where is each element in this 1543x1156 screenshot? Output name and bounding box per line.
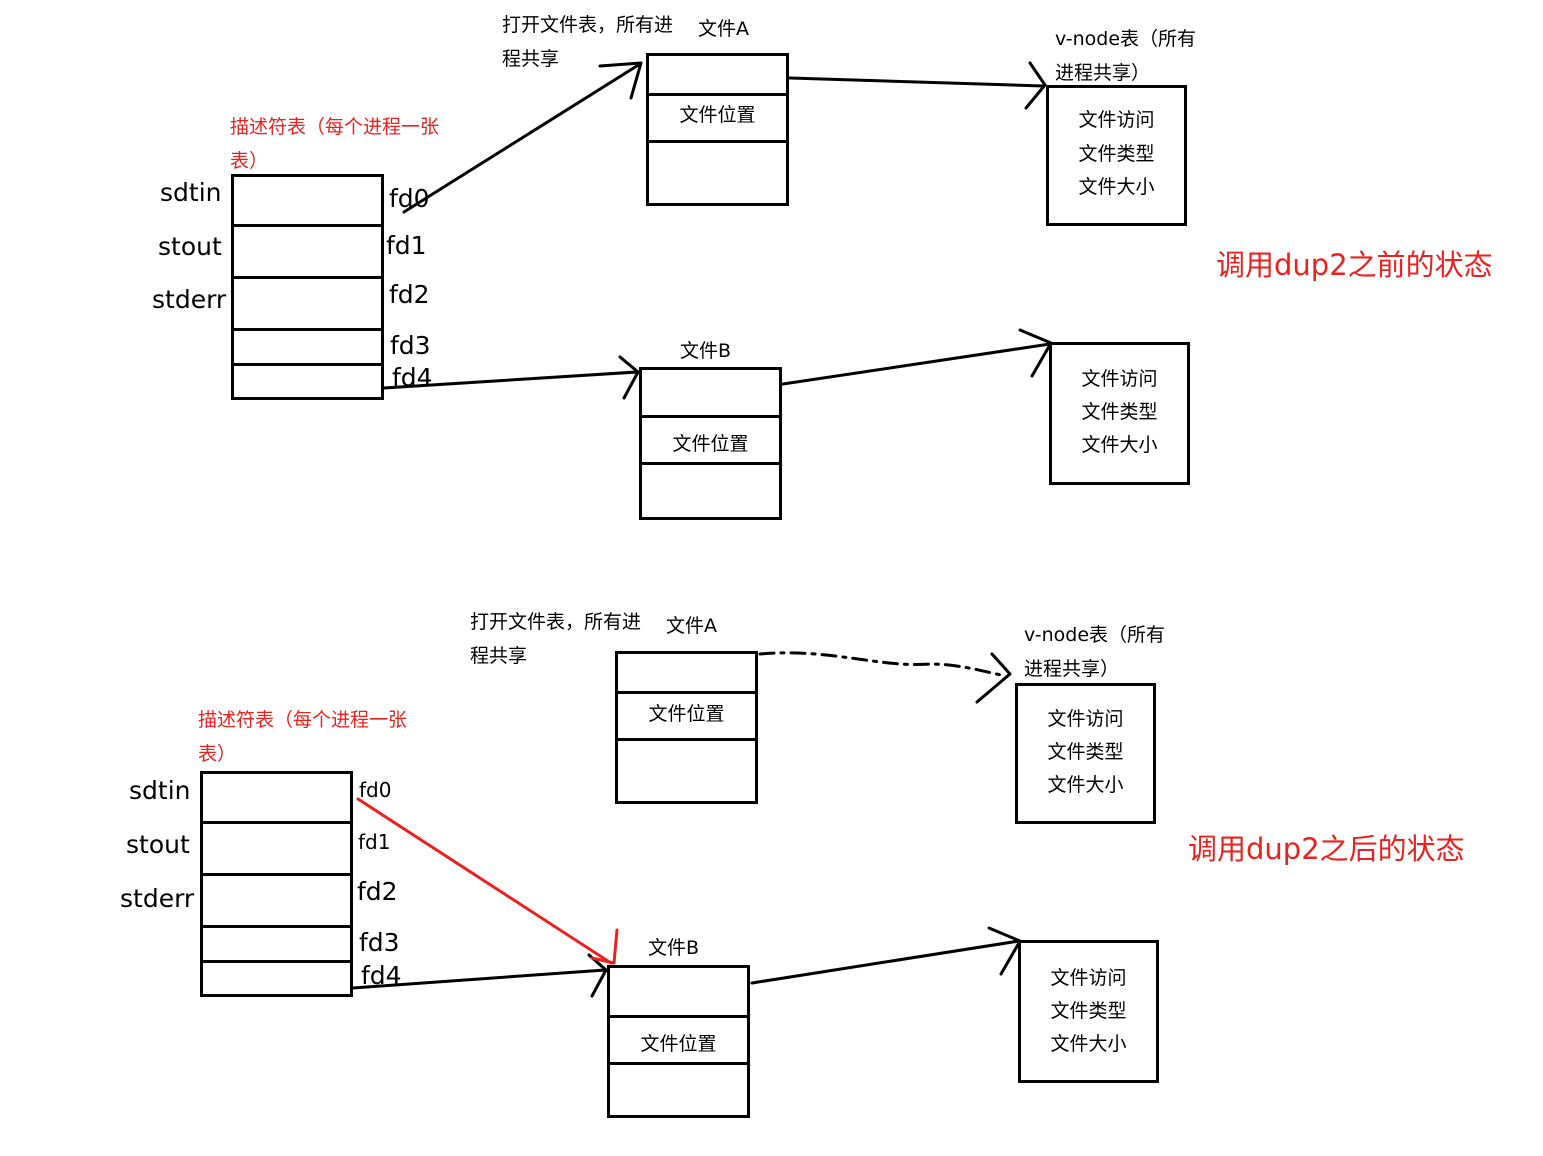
after-red-arrowhead-file-b xyxy=(590,928,619,965)
before-arrowhead-file-b xyxy=(618,355,640,400)
after-state-label: 调用dup2之后的状态 xyxy=(1188,832,1465,866)
before-file-b-entry: 文件位置 xyxy=(639,367,782,520)
before-vnode-b-line1: 文件访问 xyxy=(1081,368,1158,390)
after-file-a-divider xyxy=(618,738,755,741)
before-arrowhead-vnode-b xyxy=(1018,328,1053,378)
after-desc-row-divider xyxy=(203,821,350,824)
before-vnode-a-line2: 文件类型 xyxy=(1078,143,1155,165)
after-vnode-title: v-node表（所有进程共享） xyxy=(1024,624,1166,680)
before-label-sdtin: sdtin xyxy=(160,178,222,207)
before-arrows xyxy=(382,61,1053,400)
before-vnode-a-line3: 文件大小 xyxy=(1078,176,1155,198)
before-file-a-position: 文件位置 xyxy=(679,104,756,126)
before-label-stderr: stderr xyxy=(152,285,227,314)
before-open-file-table-note: 打开文件表，所有进程共享 xyxy=(502,14,674,70)
before-desc-row-divider xyxy=(234,276,381,279)
before-file-b-divider xyxy=(642,415,779,418)
after-file-b-entry: 文件位置 xyxy=(607,965,750,1118)
after-arrows xyxy=(351,651,1022,998)
before-desc-row-divider xyxy=(234,363,381,366)
before-arrowhead-file-a xyxy=(598,61,643,100)
after-file-b-position: 文件位置 xyxy=(640,1033,717,1055)
after-label-sdtin: sdtin xyxy=(129,776,191,805)
after-arrowhead-vnode-a xyxy=(975,652,1012,704)
after-desc-row-divider xyxy=(203,873,350,876)
before-file-a-title: 文件A xyxy=(698,18,749,40)
before-file-a-divider xyxy=(649,93,786,96)
before-fd3: fd3 xyxy=(390,331,431,360)
after-desc-row-divider xyxy=(203,960,350,963)
after-vnode-b-line2: 文件类型 xyxy=(1050,1000,1127,1022)
after-fd0: fd0 xyxy=(359,778,392,802)
before-arrow-file-a-to-vnode xyxy=(788,76,1045,88)
before-label-stout: stout xyxy=(158,232,222,261)
before-vnode-a: 文件访问 文件类型 文件大小 xyxy=(1046,85,1187,226)
before-vnode-b-line2: 文件类型 xyxy=(1081,401,1158,423)
after-fd1: fd1 xyxy=(358,830,391,854)
before-vnode-b: 文件访问 文件类型 文件大小 xyxy=(1049,342,1190,485)
before-desc-row-divider xyxy=(234,224,381,227)
after-dashed-arrow-file-a-to-vnode xyxy=(758,651,1008,678)
after-file-b-title: 文件B xyxy=(648,937,700,959)
after-vnode-b-line3: 文件大小 xyxy=(1050,1033,1127,1055)
after-fd2: fd2 xyxy=(357,877,398,906)
before-file-b-position: 文件位置 xyxy=(672,433,749,455)
before-arrow-fd4-to-file-b xyxy=(382,370,639,390)
after-arrow-file-b-to-vnode xyxy=(750,939,1021,985)
before-file-a-divider xyxy=(649,140,786,143)
after-label-stderr: stderr xyxy=(120,884,195,913)
before-vnode-b-line3: 文件大小 xyxy=(1081,434,1158,456)
after-file-b-divider xyxy=(610,1015,747,1018)
before-fd1: fd1 xyxy=(386,231,427,260)
after-file-a-position: 文件位置 xyxy=(648,703,725,725)
before-fd2: fd2 xyxy=(389,280,430,309)
after-file-a-entry: 文件位置 xyxy=(615,651,758,804)
before-desc-table-title: 描述符表（每个进程一张表） xyxy=(230,116,440,172)
after-vnode-a-line3: 文件大小 xyxy=(1047,774,1124,796)
after-desc-row-divider xyxy=(203,925,350,928)
before-file-b-title: 文件B xyxy=(680,340,732,362)
before-descriptor-table xyxy=(231,174,384,400)
before-arrow-file-b-to-vnode xyxy=(781,342,1052,386)
before-arrow-fd0-to-file-a xyxy=(402,62,642,214)
before-vnode-title: v-node表（所有进程共享） xyxy=(1055,28,1197,84)
before-arrowhead-vnode-a xyxy=(1024,61,1047,110)
after-file-a-divider xyxy=(618,691,755,694)
after-redirect-arrow xyxy=(356,797,619,965)
before-file-b-divider xyxy=(642,462,779,465)
after-vnode-b-line1: 文件访问 xyxy=(1050,967,1127,989)
before-desc-row-divider xyxy=(234,328,381,331)
after-fd3: fd3 xyxy=(359,928,400,957)
after-file-a-title: 文件A xyxy=(666,615,717,637)
before-vnode-a-line1: 文件访问 xyxy=(1078,109,1155,131)
after-vnode-b: 文件访问 文件类型 文件大小 xyxy=(1018,940,1159,1083)
before-state-label: 调用dup2之前的状态 xyxy=(1216,248,1493,282)
after-arrowhead-vnode-b xyxy=(987,926,1022,976)
after-open-file-table-note: 打开文件表，所有进程共享 xyxy=(470,611,642,667)
after-descriptor-table xyxy=(200,771,353,997)
after-vnode-a-line1: 文件访问 xyxy=(1047,708,1124,730)
before-file-a-entry: 文件位置 xyxy=(646,53,789,206)
after-label-stout: stout xyxy=(126,830,190,859)
after-file-b-divider xyxy=(610,1062,747,1065)
after-red-arrow-fd0-to-file-b xyxy=(356,797,613,965)
after-arrow-fd4-to-file-b xyxy=(351,968,607,990)
after-desc-table-title: 描述符表（每个进程一张表） xyxy=(198,709,408,765)
after-vnode-a: 文件访问 文件类型 文件大小 xyxy=(1015,683,1156,824)
after-vnode-a-line2: 文件类型 xyxy=(1047,741,1124,763)
